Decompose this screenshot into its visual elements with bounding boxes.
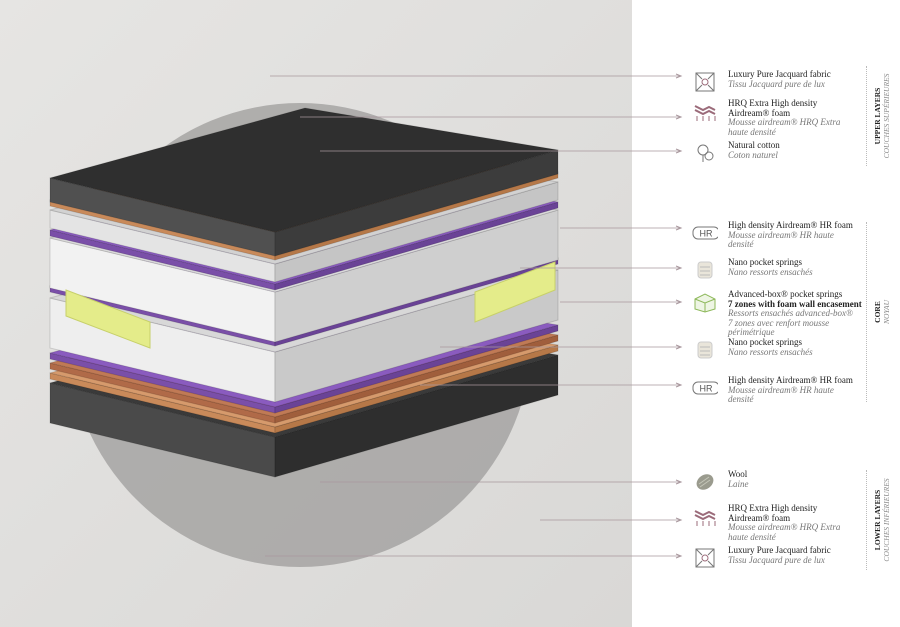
hrq-foam-icon [692, 99, 718, 123]
wool-icon [692, 470, 718, 494]
group-title: UPPER LAYERS [872, 87, 882, 145]
foam-wall-left [65, 289, 151, 349]
svg-text:HR: HR [700, 384, 713, 394]
hr-foam-icon: HR [692, 221, 718, 245]
callout-arrow-icon [675, 517, 683, 523]
nano-springs-icon [692, 338, 718, 362]
foam-wall-right [474, 261, 556, 323]
item-subtitle-fr: Tissu Jacquard pure de lux [728, 78, 825, 89]
item-subtitle-fr: Laine [728, 478, 749, 489]
callout-arrow-icon [675, 299, 683, 305]
svg-text:HR: HR [700, 229, 713, 239]
callout-arrow-icon [675, 265, 683, 271]
nano-springs-icon [692, 258, 718, 282]
top-jacquard-layer-top [49, 107, 559, 233]
group-title: LOWER LAYERS [872, 489, 882, 551]
callout-arrow-icon [675, 114, 683, 120]
item-title: Luxury Pure Jacquard fabric [728, 545, 831, 555]
item-subtitle-fr: Mousse airdream® HR haute densité [728, 229, 834, 249]
bottom-jacquard-layer-right-side [274, 354, 559, 478]
group-subtitle-fr: COUCHES SUPÉRIEURES [881, 73, 891, 159]
callout-arrow-icon [675, 148, 683, 154]
hr-foam-icon: HR [692, 376, 718, 400]
callout-arrow-icon [675, 344, 683, 350]
item-title: High density Airdream® HR foam [728, 220, 853, 230]
jacquard-icon [692, 546, 718, 570]
item-subtitle-fr: Mousse airdream® HR haute densité [728, 384, 834, 404]
item-subtitle-fr: Nano ressorts ensachés [728, 266, 813, 277]
callout-arrow-icon [675, 382, 683, 388]
bottom-orange-foam-layer-right-side [274, 344, 559, 434]
item-subtitle-fr: Mousse airdream® HRQ Extra haute densité [728, 117, 841, 137]
item-subtitle-fr: Ressorts ensachés advanced-box® 7 zones … [728, 308, 853, 337]
bottom-wool-layer-right-side [274, 334, 559, 424]
item-title: HRQ Extra High density Airdream® foam [728, 98, 818, 118]
item-title: High density Airdream® HR foam [728, 375, 853, 385]
item-title: Natural cotton [728, 140, 780, 150]
item-title: HRQ Extra High density Airdream® foam [728, 503, 818, 523]
item-title-bold: 7 zones with foam wall encasement [728, 298, 862, 309]
item-title: Nano pocket springs [728, 337, 802, 347]
item-subtitle-fr: Mousse airdream® HRQ Extra haute densité [728, 522, 841, 542]
group-title: CORE [872, 301, 882, 323]
callout-arrow-icon [675, 479, 683, 485]
cotton-icon [692, 141, 718, 165]
advanced-box-springs-icon [692, 290, 718, 314]
jacquard-icon [692, 70, 718, 94]
item-subtitle-fr: Tissu Jacquard pure de lux [728, 554, 825, 565]
item-subtitle-fr: Coton naturel [728, 149, 778, 160]
item-subtitle-fr: Nano ressorts ensachés [728, 346, 813, 357]
hrq-foam-icon [692, 504, 718, 528]
group-subtitle-fr: COUCHES INFÉRIEURES [881, 478, 891, 562]
group-subtitle-fr: NOYAU [881, 299, 891, 325]
callout-arrow-icon [675, 553, 683, 559]
callout-arrow-icon [675, 225, 683, 231]
item-title: Luxury Pure Jacquard fabric [728, 69, 831, 79]
item-title: Advanced-box® pocket springs [728, 289, 843, 299]
item-title: Wool [728, 469, 748, 479]
callout-arrow-icon [675, 73, 683, 79]
item-title: Nano pocket springs [728, 257, 802, 267]
